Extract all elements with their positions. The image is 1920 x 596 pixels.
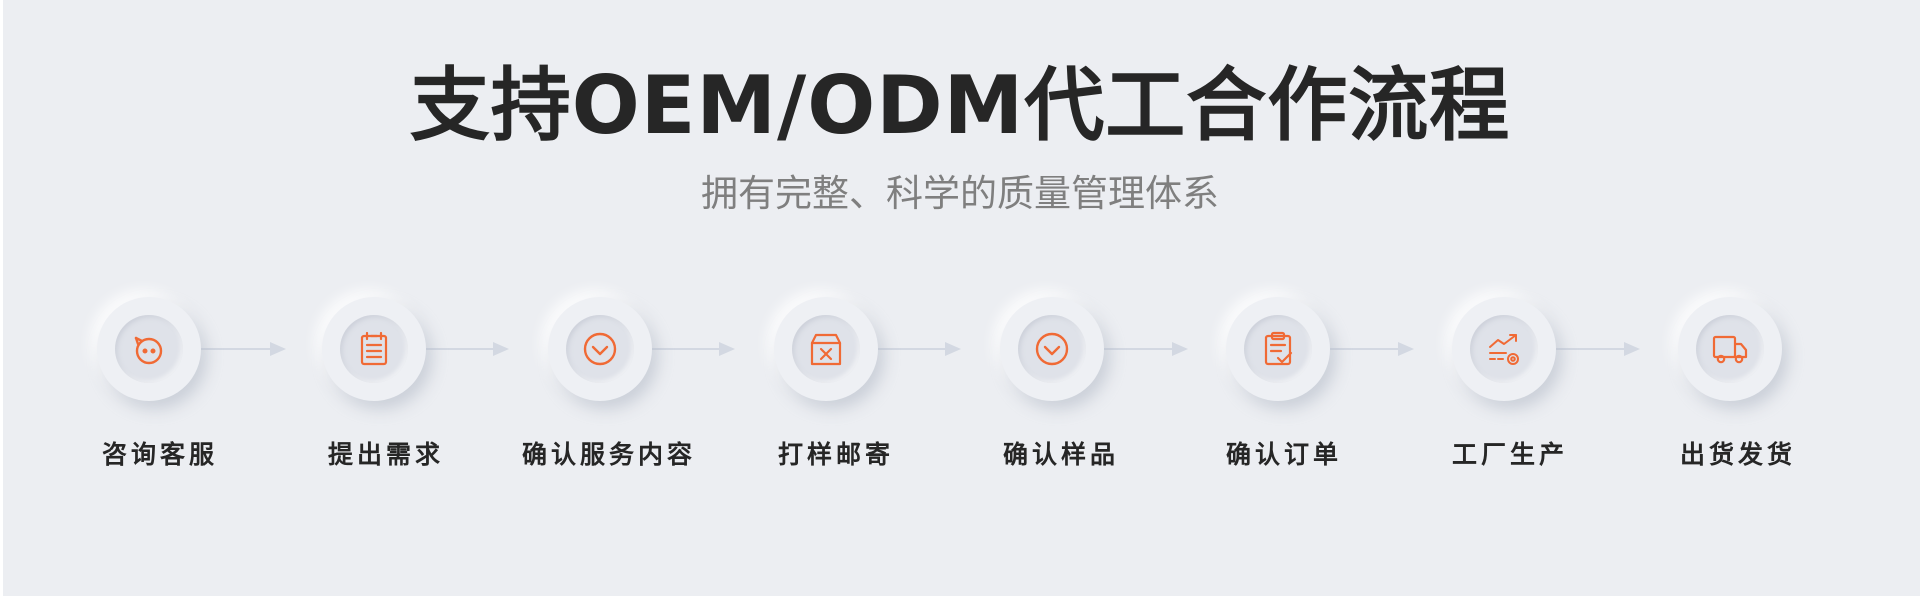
step-7-circle xyxy=(1452,297,1556,401)
step-6-circle xyxy=(1226,297,1330,401)
delivery-truck-icon xyxy=(1712,335,1748,364)
step-4-label: 打样邮寄 xyxy=(777,440,894,469)
page-title: 支持OEM/ODM代工合作流程 xyxy=(409,59,1511,152)
step-4-circle xyxy=(774,297,878,401)
arrow-icon xyxy=(493,342,509,356)
arrow-icon xyxy=(1624,342,1640,356)
step-1-label: 咨询客服 xyxy=(101,440,218,469)
step-7-label: 工厂生产 xyxy=(1451,440,1568,469)
step-5-circle xyxy=(1000,297,1104,401)
step-3-label: 确认服务内容 xyxy=(521,440,696,469)
arrow-icon xyxy=(1398,342,1414,356)
step-connector xyxy=(871,342,961,356)
factory-production-icon xyxy=(1489,334,1519,365)
step-connector xyxy=(1550,342,1640,356)
step-connector xyxy=(1324,342,1414,356)
page-subtitle: 拥有完整、科学的质量管理体系 xyxy=(701,172,1219,215)
step-8-circle xyxy=(1678,297,1782,401)
arrow-icon xyxy=(1172,342,1188,356)
step-8-label: 出货发货 xyxy=(1679,440,1796,469)
clipboard-check-icon xyxy=(1264,331,1293,366)
arrow-icon xyxy=(945,342,961,356)
step-connector xyxy=(1097,342,1188,356)
step-5-label: 确认样品 xyxy=(1002,440,1119,469)
notepad-icon xyxy=(360,331,388,366)
arrow-icon xyxy=(270,342,286,356)
arrow-icon xyxy=(719,342,735,356)
left-edge-strip xyxy=(0,0,3,596)
step-3-circle xyxy=(548,297,652,401)
package-box-icon xyxy=(810,333,842,366)
step-1-circle xyxy=(97,297,201,401)
step-connector xyxy=(422,342,509,356)
check-circle-icon xyxy=(1035,332,1069,366)
check-circle-icon xyxy=(583,332,617,366)
step-6-label: 确认订单 xyxy=(1225,440,1342,469)
step-connector xyxy=(196,342,286,356)
step-2-circle xyxy=(322,297,426,401)
customer-service-icon xyxy=(134,336,163,365)
step-connector xyxy=(645,342,735,356)
step-2-label: 提出需求 xyxy=(327,440,444,469)
